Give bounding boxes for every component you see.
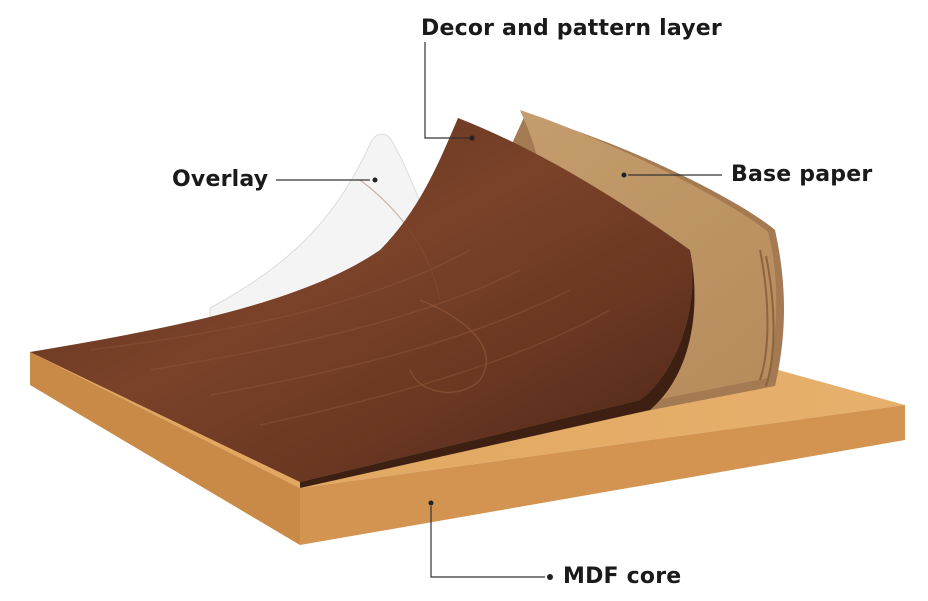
base-paper-label: Base paper (731, 162, 873, 187)
decor-layer-label: Decor and pattern layer (421, 16, 722, 41)
overlay-label: Overlay (172, 167, 269, 192)
decor-leader (424, 42, 470, 139)
mdf-core-leader (430, 506, 545, 578)
mdf-core-label: MDF core (563, 564, 682, 589)
leader-dots (372, 135, 627, 580)
mdf-front-face (30, 352, 300, 545)
leader-lines (276, 42, 722, 578)
mdf-side-face (300, 405, 905, 545)
decor-pattern-layer (30, 118, 695, 488)
